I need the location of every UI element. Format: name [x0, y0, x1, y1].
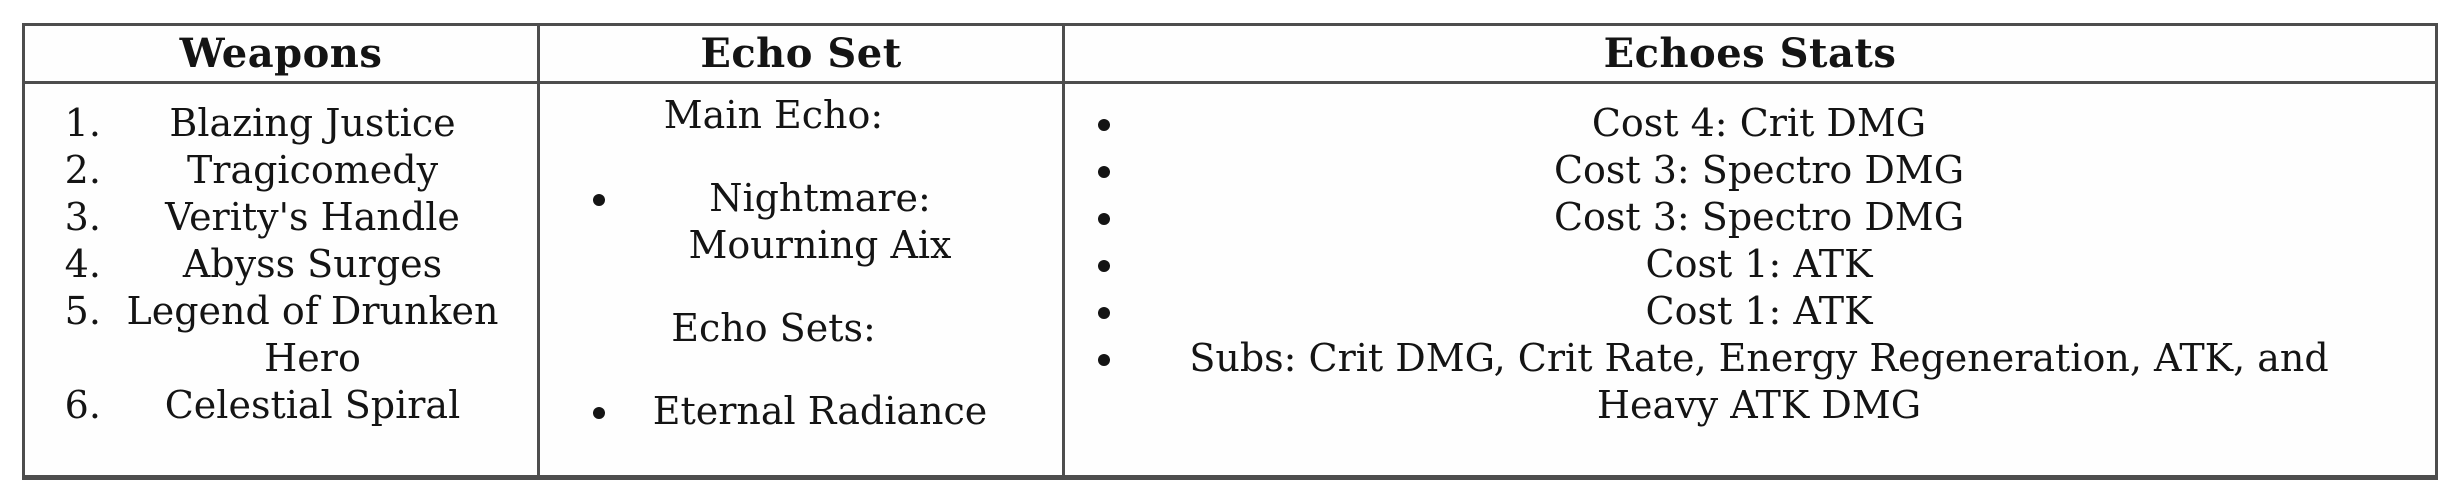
echo-stat-item: Cost 3: Spectro DMG	[1128, 194, 2390, 241]
echoes-stats-list: Cost 4: Crit DMG Cost 3: Spectro DMG Cos…	[1065, 100, 2435, 429]
weapon-list-item: Tragicomedy	[113, 147, 512, 194]
column-header-weapons: Weapons	[25, 26, 540, 84]
weapon-list-item: Blazing Justice	[113, 100, 512, 147]
echo-sets-item: Eternal Radiance	[623, 388, 1017, 435]
weapon-list-item: Abyss Surges	[113, 241, 512, 288]
main-echo-item: Nightmare: Mourning Aix	[623, 175, 1017, 269]
echo-stat-item: Cost 4: Crit DMG	[1128, 100, 2390, 147]
main-echo-list: Nightmare: Mourning Aix	[540, 175, 1062, 269]
weapons-list: Blazing Justice Tragicomedy Verity's Han…	[25, 100, 537, 429]
echo-stat-item: Cost 3: Spectro DMG	[1128, 147, 2390, 194]
column-header-echo-set: Echo Set	[540, 26, 1065, 84]
column-header-echoes-stats: Echoes Stats	[1065, 26, 2435, 84]
echo-set-cell: Main Echo: Nightmare: Mourning Aix Echo …	[540, 84, 1065, 475]
echo-sets-list: Eternal Radiance	[540, 388, 1062, 435]
table-grid: Weapons Echo Set Echoes Stats Blazing Ju…	[25, 26, 2435, 475]
echoes-stats-cell: Cost 4: Crit DMG Cost 3: Spectro DMG Cos…	[1065, 84, 2435, 475]
echo-sets-label: Echo Sets:	[671, 306, 876, 350]
build-info-table: Weapons Echo Set Echoes Stats Blazing Ju…	[22, 23, 2438, 480]
weapon-list-item: Verity's Handle	[113, 194, 512, 241]
main-echo-label: Main Echo:	[663, 93, 884, 137]
echo-stat-item: Subs: Crit DMG, Crit Rate, Energy Regene…	[1128, 335, 2390, 429]
weapon-list-item: Legend of Drunken Hero	[113, 288, 512, 382]
weapons-cell: Blazing Justice Tragicomedy Verity's Han…	[25, 84, 540, 475]
echo-stat-item: Cost 1: ATK	[1128, 288, 2390, 335]
weapon-list-item: Celestial Spiral	[113, 382, 512, 429]
echo-stat-item: Cost 1: ATK	[1128, 241, 2390, 288]
